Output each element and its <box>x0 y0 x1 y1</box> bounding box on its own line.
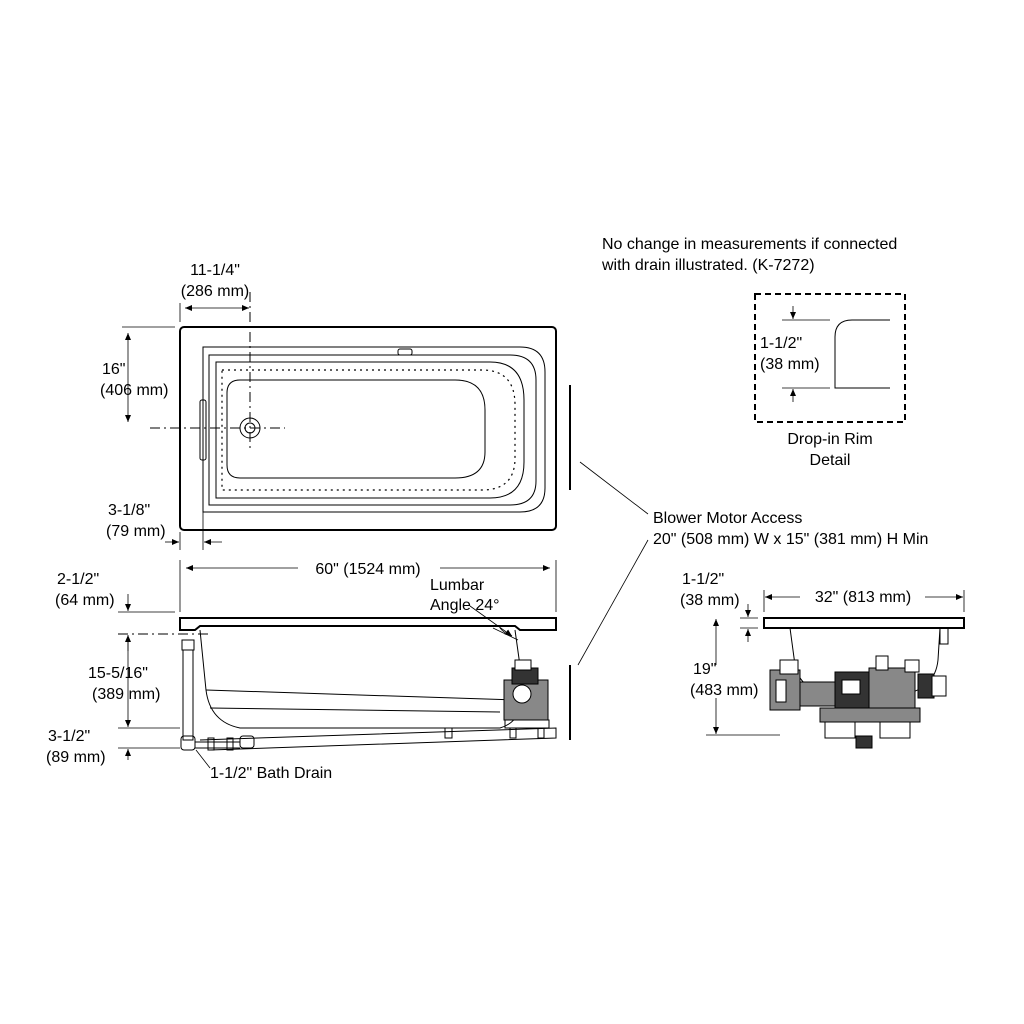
drain-center-dim-2: (406 mm) <box>100 382 168 399</box>
rim-profile <box>834 319 890 389</box>
lumbar-label-1: Lumbar <box>430 577 485 594</box>
depth-dim-1: 15-5/16" <box>88 665 148 682</box>
bath-drain-assembly <box>180 639 255 751</box>
rim-width-dim-1: 3-1/8" <box>108 502 150 519</box>
bath-drain-label: 1-1/2" Bath Drain <box>210 765 332 782</box>
blower-motor-access: Blower Motor Access 20" (508 mm) W x 15"… <box>569 385 928 740</box>
drain-offset-dim-2: (286 mm) <box>181 283 249 300</box>
depth-dim-2: (389 mm) <box>92 686 160 703</box>
tub-inner-rim <box>202 346 546 513</box>
width-dim: 32" (813 mm) <box>815 589 911 606</box>
end-height-dim-1: 19" <box>693 661 716 678</box>
blower-label-2: 20" (508 mm) W x 15" (381 mm) H Min <box>653 531 928 548</box>
end-rim <box>763 617 965 629</box>
rim-detail-caption-2: Detail <box>810 452 851 469</box>
control-button <box>397 348 413 356</box>
rim-height-dim-2: (64 mm) <box>55 592 115 609</box>
note-line-1: No change in measurements if connected <box>602 236 897 253</box>
blower-label-1: Blower Motor Access <box>653 510 802 527</box>
whirlpool-pump <box>503 659 550 739</box>
tub-basin <box>215 361 525 499</box>
drop-in-rim-detail: 1-1/2" (38 mm) Drop-in Rim Detail <box>754 293 906 469</box>
length-dim: 60" (1524 mm) <box>315 561 420 578</box>
drain-height-dim-2: (89 mm) <box>46 749 106 766</box>
rim-detail-dim-1: 1-1/2" <box>760 335 802 352</box>
measurement-note: No change in measurements if connected w… <box>601 236 897 274</box>
side-rim <box>179 617 557 631</box>
overflow-plate <box>199 399 207 461</box>
drain-center-dim-1: 16" <box>102 361 125 378</box>
rim-width-dim-2: (79 mm) <box>106 523 166 540</box>
rim-detail-frame <box>754 293 906 423</box>
rim-height-dim-1: 2-1/2" <box>57 571 99 588</box>
rim-detail-dim-2: (38 mm) <box>760 356 820 373</box>
rim-detail-caption-1: Drop-in Rim <box>787 431 872 448</box>
note-line-2: with drain illustrated. (K-7272) <box>601 257 815 274</box>
air-jets <box>221 369 516 491</box>
drain-height-dim-1: 3-1/2" <box>48 728 90 745</box>
end-height-dim-2: (483 mm) <box>690 682 758 699</box>
drain-offset-dim-1: 11-1/4" <box>190 262 240 279</box>
lumbar-label-2: Angle 24° <box>430 597 500 614</box>
tub-end-view: 32" (813 mm) 1-1/2" (38 <box>680 571 965 749</box>
end-rim-dim-1: 1-1/2" <box>682 571 724 588</box>
tub-top-view: 11-1/4" (286 mm) 16" (406 mm) 3-1/8" (79… <box>100 262 557 550</box>
tub-side-view: 60" (1524 mm) Lumbar Angle 24° <box>46 560 557 782</box>
end-rim-dim-2: (38 mm) <box>680 592 740 609</box>
blower-motor <box>769 627 949 749</box>
